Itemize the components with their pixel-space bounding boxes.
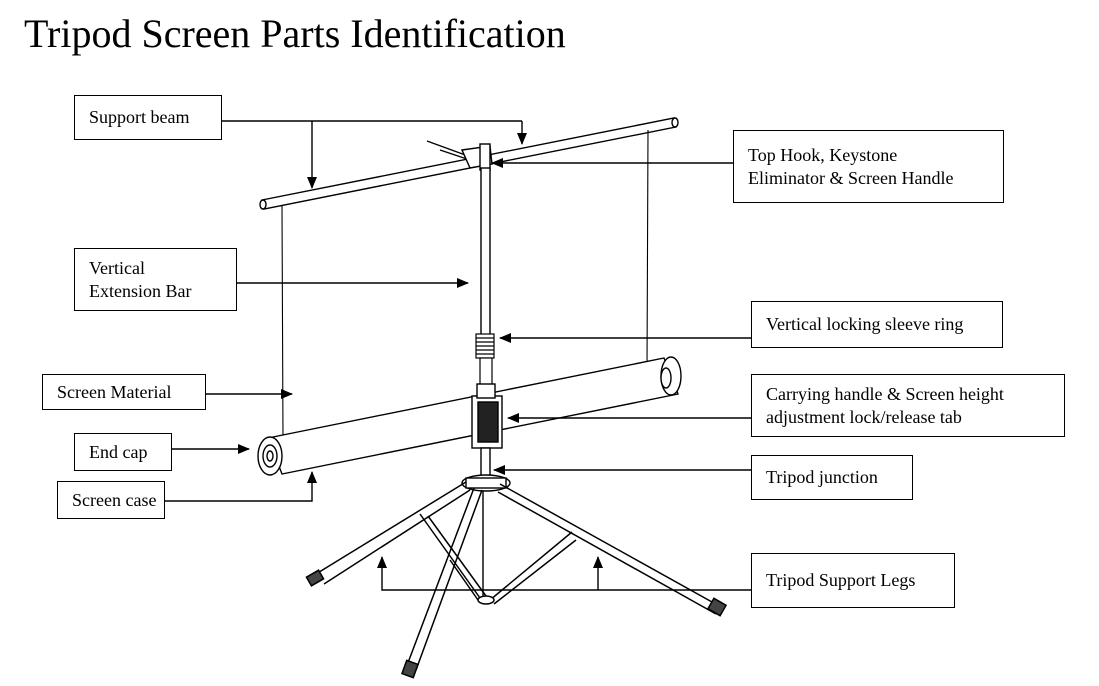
vertical-locking-sleeve-ring	[475, 333, 495, 387]
label-text: Tripod junction	[766, 467, 878, 487]
label-top-hook: Top Hook, Keystone Eliminator & Screen H…	[733, 130, 1004, 203]
label-vertical-extension-bar: Vertical Extension Bar	[74, 248, 237, 311]
label-tripod-junction: Tripod junction	[751, 455, 913, 500]
label-text: Support beam	[89, 107, 190, 127]
label-carrying-handle: Carrying handle & Screen height adjustme…	[751, 374, 1065, 437]
label-text-line-1: Carrying handle & Screen height	[766, 383, 1004, 404]
label-text-line-1: Vertical	[89, 257, 145, 278]
label-tripod-support-legs: Tripod Support Legs	[751, 553, 955, 608]
screen-material	[281, 129, 649, 441]
leader-lines	[165, 120, 751, 591]
end-cap	[257, 436, 283, 476]
carrying-handle	[471, 383, 503, 449]
label-text: Tripod Support Legs	[766, 570, 916, 590]
label-support-beam: Support beam	[74, 95, 222, 140]
label-end-cap: End cap	[74, 433, 172, 471]
top-hook	[426, 140, 493, 171]
vertical-extension-bar	[480, 167, 491, 337]
label-text: End cap	[89, 441, 148, 462]
tripod-junction	[461, 474, 511, 492]
label-text: Screen case	[72, 489, 157, 510]
label-text-line-2: Eliminator & Screen Handle	[748, 167, 954, 188]
label-screen-material: Screen Material	[42, 374, 206, 410]
page-title: Tripod Screen Parts Identification	[24, 11, 566, 56]
label-text-line-1: Top Hook, Keystone	[748, 144, 898, 165]
label-text-line-2: adjustment lock/release tab	[766, 406, 962, 427]
label-text-line-2: Extension Bar	[89, 280, 192, 301]
label-text: Screen Material	[57, 381, 172, 402]
label-screen-case: Screen case	[57, 481, 165, 519]
label-text: Vertical locking sleeve ring	[766, 314, 964, 334]
lower-pole	[480, 447, 491, 600]
label-vertical-locking-sleeve-ring: Vertical locking sleeve ring	[751, 301, 1003, 348]
tripod-support-legs	[305, 481, 728, 679]
